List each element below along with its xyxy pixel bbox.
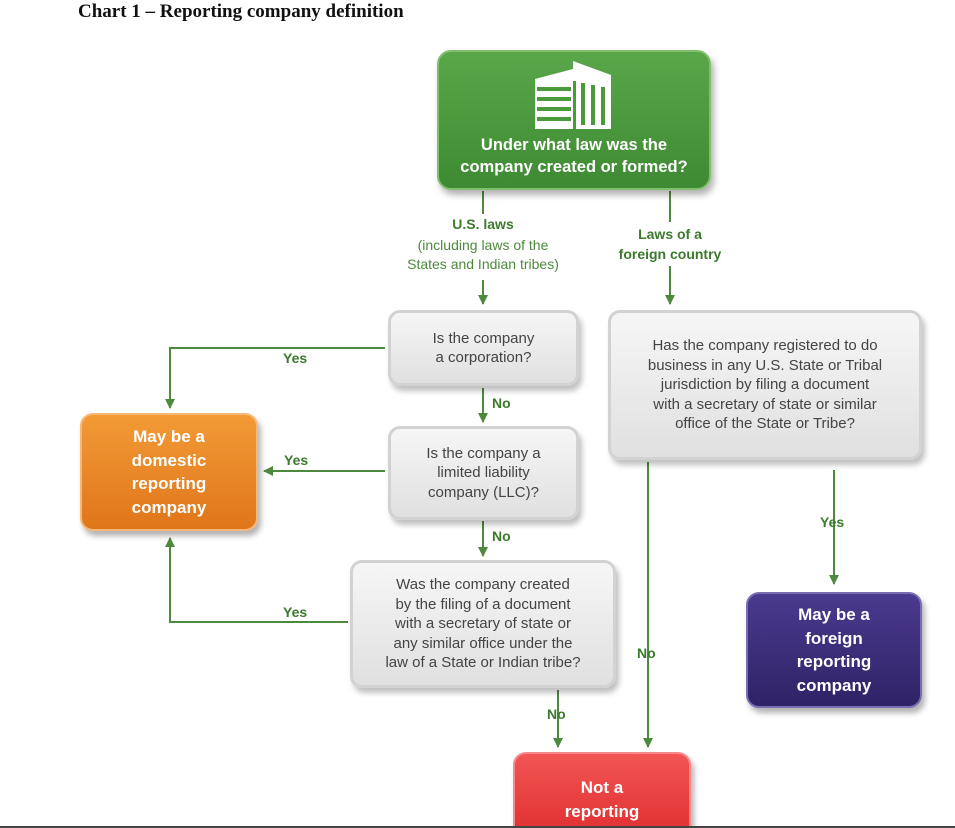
question-filing-text: Was the company created by the filing of… [385, 576, 581, 672]
outcome-not-reporting: Not a reporting [513, 752, 691, 828]
branch-label-us-laws-detail: (including laws of the States and Indian… [407, 237, 559, 272]
question-foreign-registered-text: Has the company registered to do busines… [647, 337, 883, 433]
outcome-domestic-text: May be a domestic reporting company [131, 427, 207, 517]
outcome-domestic-reporting: May be a domestic reporting company [80, 413, 258, 531]
arrow-corporation-yes [165, 347, 385, 409]
edge-label-no-foreign: No [637, 645, 656, 661]
start-question-text: Under what law was the company created o… [460, 136, 688, 176]
edge-label-yes-corporation: Yes [283, 350, 308, 366]
edge-label-no-corporation: No [492, 395, 511, 411]
question-foreign-registered: Has the company registered to do busines… [608, 310, 922, 460]
edge-label-yes-foreign: Yes [820, 514, 845, 530]
outcome-not-reporting-text: Not a reporting [564, 778, 640, 821]
branch-label-foreign-law: Laws of a foreign country [618, 226, 722, 262]
building-icon [535, 61, 611, 129]
arrow-filing-yes [165, 537, 348, 623]
edge-label-yes-filing: Yes [283, 604, 308, 620]
branch-label-us-laws: U.S. laws [452, 216, 514, 232]
outcome-foreign-text: May be a foreign reporting company [796, 605, 872, 695]
chart-title: Chart 1 – Reporting company definition [78, 1, 404, 22]
page-bottom-rule [0, 826, 955, 828]
outcome-foreign-reporting: May be a foreign reporting company [746, 592, 922, 708]
edge-label-no-filing: No [547, 706, 566, 722]
question-corporation-text: Is the company a corporation? [432, 329, 535, 367]
question-llc-text: Is the company a limited liability compa… [426, 444, 541, 501]
question-filing: Was the company created by the filing of… [350, 560, 616, 688]
edge-label-no-llc: No [492, 528, 511, 544]
question-corporation: Is the company a corporation? [388, 310, 579, 386]
edge-label-yes-llc: Yes [284, 452, 309, 468]
question-llc: Is the company a limited liability compa… [388, 426, 579, 520]
